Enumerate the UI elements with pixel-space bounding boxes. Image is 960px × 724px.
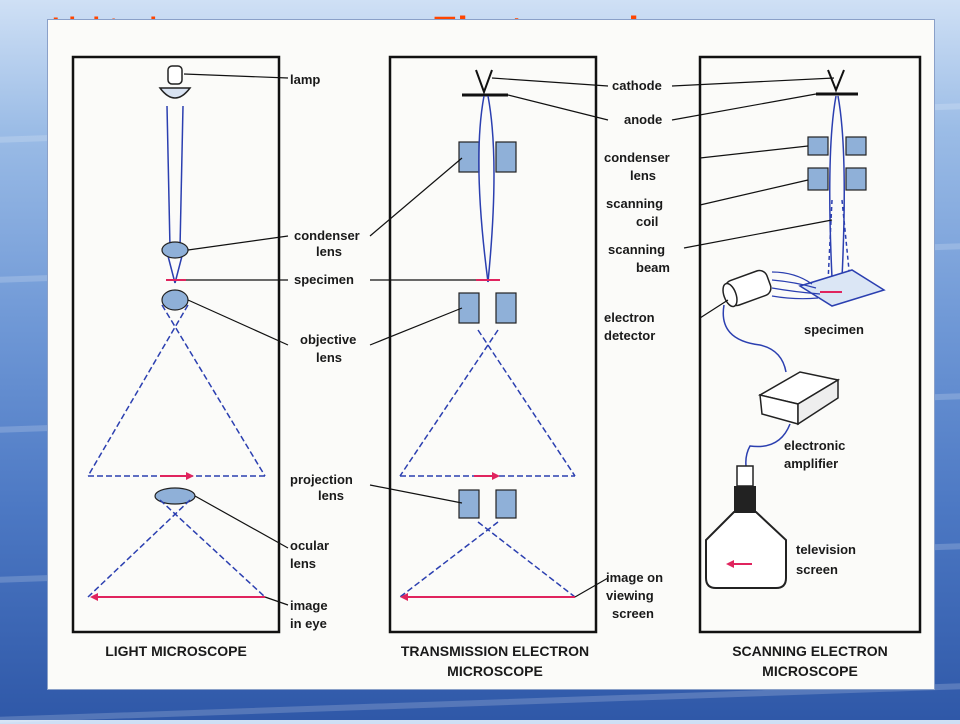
- label-projection: projection: [290, 472, 353, 487]
- label-electronic: electronic: [784, 438, 845, 453]
- light-microscope-frame: [71, 55, 281, 634]
- caption-light-microscope: LIGHT MICROSCOPE: [105, 643, 247, 659]
- light-beam: [166, 105, 184, 284]
- label-anode: anode: [624, 112, 662, 127]
- label-sem-condenser-lens: lens: [630, 168, 656, 183]
- label-cathode: cathode: [612, 78, 662, 93]
- label-projection-lens: lens: [318, 488, 344, 503]
- sem-leader-lines: [671, 77, 835, 319]
- label-viewing: viewing: [606, 588, 654, 603]
- label-scanning-beam: scanning: [608, 242, 665, 257]
- amplifier-box: [757, 371, 841, 426]
- tem-lens-icons: [458, 141, 517, 519]
- label-television: television: [796, 542, 856, 557]
- tem-rays: [399, 329, 576, 598]
- label-ocular-lens: lens: [290, 556, 316, 571]
- sem-drawing: [705, 69, 886, 589]
- sem-cathode-icon: [827, 69, 845, 93]
- lamp-icon: [158, 65, 192, 99]
- label-image-on: image on: [606, 570, 663, 585]
- label-specimen: specimen: [294, 272, 354, 287]
- television-screen-icon: [705, 465, 787, 589]
- detector-cable: [722, 304, 787, 373]
- label-objective: objective: [300, 332, 356, 347]
- label-tv-screen: screen: [796, 562, 838, 577]
- tem-frame: [388, 55, 598, 634]
- caption-sem-line1: SCANNING ELECTRON: [732, 643, 888, 659]
- label-screen: screen: [612, 606, 654, 621]
- label-sem-condenser: condenser: [604, 150, 670, 165]
- label-condenser: condenser: [294, 228, 360, 243]
- tem-drawing: [399, 69, 576, 601]
- sem-beam: [827, 95, 851, 283]
- tem-leader-lines: [369, 77, 609, 598]
- caption-sem-line2: MICROSCOPE: [762, 663, 858, 679]
- label-detector: detector: [604, 328, 655, 343]
- caption-tem-line1: TRANSMISSION ELECTRON: [401, 643, 589, 659]
- sem-specimen-stage: [798, 269, 886, 307]
- label-ocular: ocular: [290, 538, 329, 553]
- label-beam: beam: [636, 260, 670, 275]
- label-sem-specimen: specimen: [804, 322, 864, 337]
- light-leader-lines: [183, 73, 289, 606]
- label-electron: electron: [604, 310, 655, 325]
- label-image-in-eye: in eye: [290, 616, 327, 631]
- secondary-electrons: [771, 271, 821, 300]
- label-scanning-coil: scanning: [606, 196, 663, 211]
- tem-beam: [478, 95, 495, 283]
- label-coil: coil: [636, 214, 658, 229]
- sem-frame: [698, 55, 922, 634]
- label-condenser-lens: lens: [316, 244, 342, 259]
- label-amplifier: amplifier: [784, 456, 838, 471]
- light-microscope-drawing: [87, 65, 266, 601]
- electron-detector-icon: [722, 269, 772, 308]
- diagram-panel: [47, 19, 935, 690]
- objective-lens-light: [161, 289, 189, 311]
- label-lamp: lamp: [290, 72, 320, 87]
- label-image: image: [290, 598, 328, 613]
- cathode-icon: [475, 69, 493, 95]
- caption-tem-line2: MICROSCOPE: [447, 663, 543, 679]
- ocular-rays: [87, 499, 266, 598]
- objective-rays: [87, 304, 266, 477]
- sem-lens-icons: [807, 136, 867, 191]
- condenser-lens-light: [161, 241, 189, 259]
- amplifier-cable: [745, 423, 791, 467]
- label-objective-lens: lens: [316, 350, 342, 365]
